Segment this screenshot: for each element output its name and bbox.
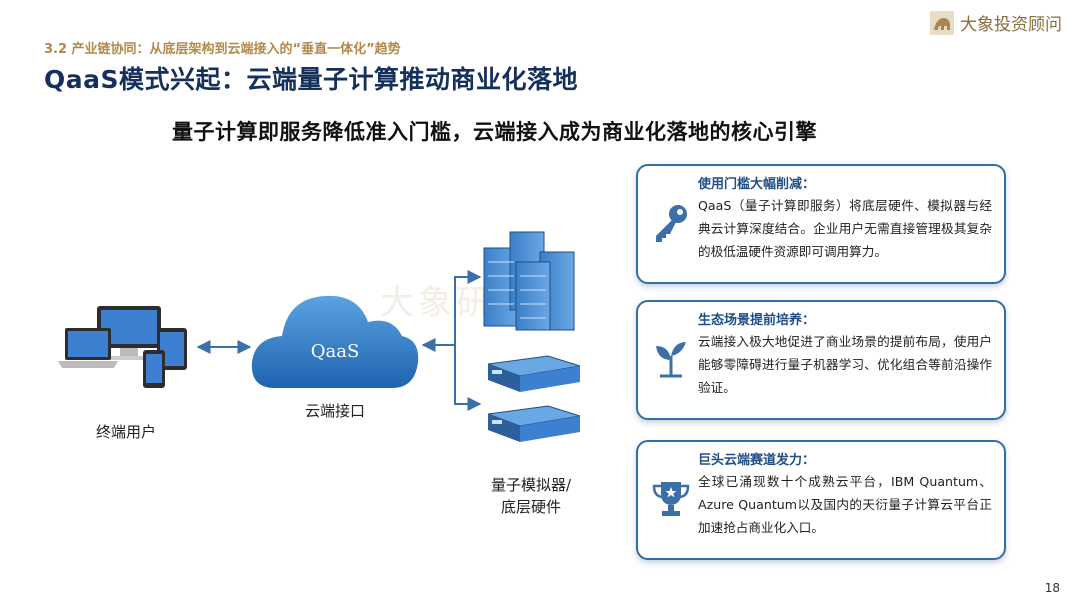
cloud-qaas-text: QaaS	[311, 341, 360, 362]
card-title: 巨头云端赛道发力：	[698, 453, 816, 468]
quantum-hardware-icon	[487, 355, 581, 442]
card-body: QaaS（量子计算即服务）将底层硬件、模拟器与经典云计算深度结合。企业用户无需直…	[698, 198, 992, 259]
terminal-user-label: 终端用户	[96, 423, 156, 441]
server-rack-icon	[483, 231, 575, 331]
card-cloud-giants: 巨头云端赛道发力： 全球已涌现数十个成熟云平台，IBM Quantum、Azur…	[636, 440, 1006, 560]
brand-name: 大象投资顾问	[960, 15, 1062, 35]
brand-logo: 大象投资顾问	[930, 10, 1062, 35]
cloud-server-connector	[421, 270, 482, 352]
card-barrier-reduction: 使用门槛大幅削减： QaaS（量子计算即服务）将底层硬件、模拟器与经典云计算深度…	[636, 164, 1006, 284]
hardware-label-line2: 底层硬件	[501, 498, 561, 516]
card-title: 使用门槛大幅削减：	[698, 177, 816, 192]
elephant-logo-icon	[930, 10, 954, 35]
page-number: 18	[1044, 581, 1060, 595]
card-body: 全球已涌现数十个成熟云平台，IBM Quantum、Azure Quantum以…	[698, 474, 992, 535]
card-title: 生态场景提前培养：	[698, 313, 816, 328]
card-ecosystem: 生态场景提前培养： 云端接入极大地促进了商业场景的提前布局，使用户能够零障碍进行…	[636, 300, 1006, 420]
qaas-diagram: 终端用户 QaaS 云端接口 量子模拟器/ 底层硬件	[58, 231, 581, 516]
cloud-interface-label: 云端接口	[305, 402, 365, 420]
seedling-icon	[656, 342, 686, 378]
section-heading: 3.2 产业链协同：从底层架构到云端接入的“垂直一体化”趋势	[44, 42, 401, 57]
trophy-icon	[652, 482, 690, 516]
key-icon	[656, 205, 687, 242]
page-title: QaaS模式兴起：云端量子计算推动商业化落地	[44, 65, 578, 94]
terminal-devices-icon	[58, 306, 187, 388]
qaas-cloud-icon	[251, 295, 419, 388]
hardware-label-line1: 量子模拟器/	[491, 476, 572, 494]
card-body: 云端接入极大地促进了商业场景的提前布局，使用户能够零障碍进行量子机器学习、优化组…	[698, 334, 992, 395]
diagram-subtitle: 量子计算即服务降低准入门槛，云端接入成为商业化落地的核心引擎	[172, 120, 817, 144]
cloud-hardware-connector	[454, 345, 482, 411]
